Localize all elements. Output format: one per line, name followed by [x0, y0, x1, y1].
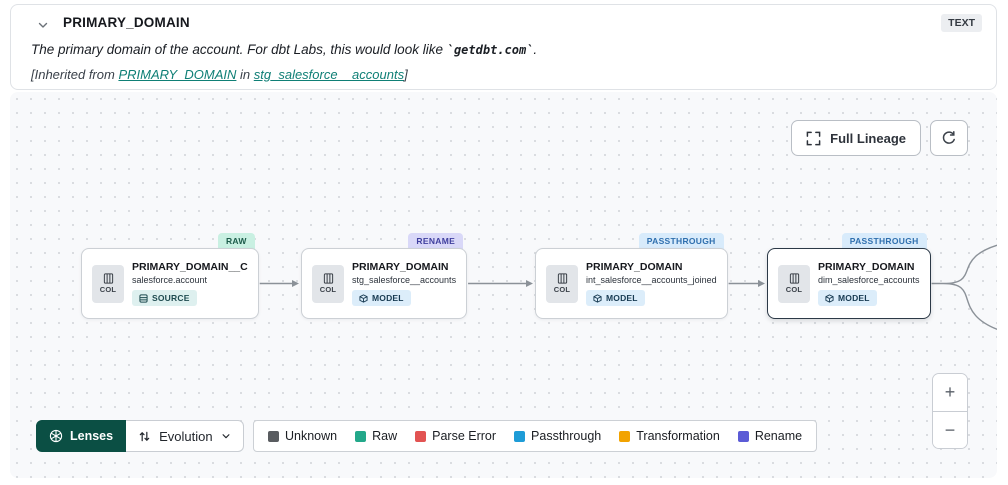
inherited-suffix: ] [404, 67, 408, 82]
lens-dropdown[interactable]: Evolution [126, 420, 244, 452]
column-chip: COL [92, 264, 124, 303]
lenses-label: Lenses [70, 429, 114, 443]
legend-swatch-raw [355, 430, 367, 442]
zoom-in-button[interactable]: + [933, 374, 967, 411]
node-column-name: PRIMARY_DOMAIN__C [132, 261, 248, 273]
zoom-controls: + − [932, 373, 968, 449]
node-model-name: dim_salesforce_accounts [818, 275, 920, 285]
lineage-node: RENAME COL PRIMARY_DOMAIN stg_salesforce… [301, 233, 468, 319]
zoom-out-button[interactable]: − [933, 411, 967, 448]
column-details-panel: PRIMARY_DOMAIN TEXT The primary domain o… [10, 4, 997, 90]
node-model-name: int_salesforce__accounts_joined [586, 275, 717, 285]
model-icon [359, 293, 368, 303]
resource-type-badge: SOURCE [132, 290, 197, 306]
lineage-node: PASSTHROUGH COL PRIMARY_DOMAIN dim_sales… [767, 233, 931, 319]
column-title: PRIMARY_DOMAIN [63, 15, 190, 30]
legend-swatch-rename [737, 430, 749, 442]
resource-type-label: MODEL [372, 293, 404, 303]
legend-item: Raw [355, 429, 397, 443]
chevron-down-icon [222, 434, 230, 439]
col-chip-label: COL [99, 285, 117, 294]
node-model-name: salesforce.account [132, 275, 208, 285]
model-icon [593, 293, 602, 303]
node-card-salesforce-account[interactable]: COL PRIMARY_DOMAIN__C salesforce.account… [81, 248, 259, 319]
column-icon [557, 273, 567, 284]
legend-label: Unknown [285, 429, 338, 443]
resource-type-badge: MODEL [352, 290, 411, 306]
lens-controls: Lenses Evolution [36, 420, 244, 452]
resource-type-label: SOURCE [152, 293, 190, 303]
lenses-icon [49, 429, 63, 443]
resource-type-label: MODEL [606, 293, 638, 303]
inherited-middle: in [236, 67, 254, 82]
node-column-name: PRIMARY_DOMAIN [818, 261, 915, 273]
evolution-icon [139, 431, 150, 441]
full-lineage-label: Full Lineage [830, 130, 906, 146]
description-text: The primary domain of the account. For d… [31, 42, 447, 57]
source-icon [139, 293, 148, 303]
resource-type-label: MODEL [838, 293, 870, 303]
inherited-column-link[interactable]: PRIMARY_DOMAIN [118, 67, 237, 82]
inherited-note: [Inherited from PRIMARY_DOMAIN in stg_sa… [31, 67, 408, 82]
legend-item: Passthrough [514, 429, 601, 443]
column-icon [103, 273, 113, 284]
refresh-button[interactable] [930, 120, 968, 156]
description-code: `getdbt.com` [446, 43, 534, 57]
legend-item: Rename [737, 429, 803, 443]
inherited-model-link[interactable]: stg_salesforce__accounts [253, 67, 405, 82]
legend-label: Transformation [636, 429, 720, 443]
legend-swatch-unknown [268, 430, 279, 442]
collapse-chevron-icon[interactable] [37, 17, 53, 33]
refresh-icon [941, 130, 957, 146]
description-period: . [533, 42, 538, 57]
legend-item: Transformation [619, 429, 720, 443]
legend-label: Raw [372, 429, 398, 443]
legend-swatch-parse-error [415, 430, 427, 442]
node-card-stg-salesforce-accounts[interactable]: COL PRIMARY_DOMAIN stg_salesforce__accou… [301, 248, 468, 319]
legend-swatch-passthrough [514, 430, 526, 442]
column-chip: COL [778, 264, 810, 303]
inherited-prefix: [Inherited from [31, 67, 119, 82]
column-description: The primary domain of the account. For d… [31, 42, 537, 57]
legend-item: Parse Error [415, 429, 496, 443]
column-icon [789, 273, 799, 284]
expand-icon [806, 131, 821, 146]
resource-type-badge: MODEL [818, 290, 877, 306]
legend-swatch-transformation [619, 430, 631, 442]
full-lineage-button[interactable]: Full Lineage [791, 120, 921, 156]
column-chip: COL [546, 264, 578, 303]
resource-type-badge: MODEL [586, 290, 645, 306]
column-type-badge: TEXT [941, 14, 982, 32]
model-icon [825, 293, 834, 303]
lenses-button[interactable]: Lenses [36, 420, 127, 452]
col-chip-label: COL [319, 285, 337, 294]
lineage-node: PASSTHROUGH COL PRIMARY_DOMAIN int_sales… [535, 233, 728, 319]
col-chip-label: COL [553, 285, 571, 294]
legend-item: Unknown [268, 429, 337, 443]
node-card-int-salesforce-accounts-joined[interactable]: COL PRIMARY_DOMAIN int_salesforce__accou… [535, 248, 728, 319]
node-column-name: PRIMARY_DOMAIN [352, 261, 449, 273]
legend-label: Rename [754, 429, 803, 443]
column-chip: COL [312, 264, 344, 303]
lineage-canvas[interactable]: Full Lineage RAW COL PRIMARY_DOMAIN__C s… [10, 92, 997, 478]
column-icon [323, 273, 333, 284]
lineage-node: RAW COL PRIMARY_DOMAIN__C salesforce.acc… [81, 233, 259, 319]
legend-label: Parse Error [432, 429, 497, 443]
node-card-dim-salesforce-accounts[interactable]: COL PRIMARY_DOMAIN dim_salesforce_accoun… [767, 248, 931, 319]
node-model-name: stg_salesforce__accounts [352, 275, 457, 285]
legend-label: Passthrough [531, 429, 602, 443]
node-column-name: PRIMARY_DOMAIN [586, 261, 683, 273]
col-chip-label: COL [785, 285, 803, 294]
evolution-legend: Unknown Raw Parse Error Passthrough Tran… [253, 420, 818, 452]
lens-selected-label: Evolution [159, 428, 213, 444]
